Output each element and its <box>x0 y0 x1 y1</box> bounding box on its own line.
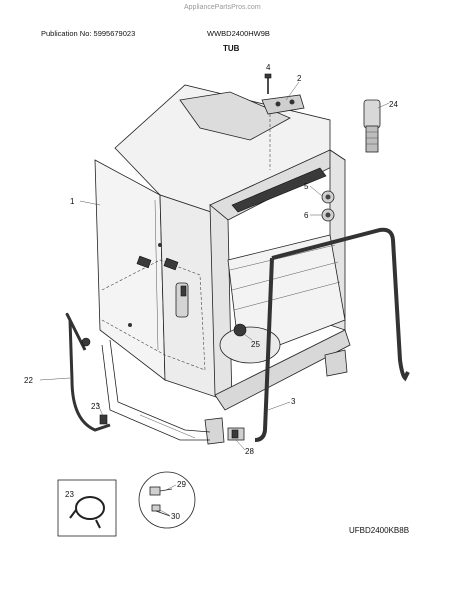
leader-lines <box>39 81 390 516</box>
part-2-bracket <box>261 94 305 115</box>
tub-front-frame <box>204 149 351 445</box>
callout-30: 30 <box>171 512 180 521</box>
callout-1: 1 <box>70 197 75 206</box>
callout-22: 22 <box>24 376 33 385</box>
callout-labels: 1 2 3 4 5 6 22 23 23 24 25 28 29 30 <box>24 63 398 521</box>
callout-28: 28 <box>245 447 254 456</box>
callout-29: 29 <box>177 480 186 489</box>
clamp-detail-box <box>57 479 117 537</box>
part-24-tube <box>363 99 381 153</box>
callout-25: 25 <box>251 340 260 349</box>
callout-6: 6 <box>304 211 309 220</box>
callout-5: 5 <box>304 182 309 191</box>
door-gasket <box>271 227 410 382</box>
callout-23-hose: 23 <box>91 402 100 411</box>
tub-base-frame <box>101 339 211 441</box>
callout-3: 3 <box>291 397 296 406</box>
callout-24: 24 <box>389 100 398 109</box>
callout-23-detail: 23 <box>65 490 74 499</box>
part-4-screw <box>264 73 272 94</box>
detail-view-circle <box>138 471 196 529</box>
callout-4: 4 <box>266 63 271 72</box>
watermark: AppliancePartsPros.com <box>184 4 261 11</box>
section-title: TUB <box>223 44 240 53</box>
tub-body <box>94 84 331 401</box>
model-number: WWBD2400HW9B <box>207 29 270 38</box>
part-28-valve <box>227 427 245 441</box>
callout-2: 2 <box>297 74 302 83</box>
publication-number: Publication No: 5995679023 <box>41 29 136 38</box>
drain-hose <box>65 312 111 432</box>
footer-code: UFBD2400KB8B <box>349 526 410 535</box>
